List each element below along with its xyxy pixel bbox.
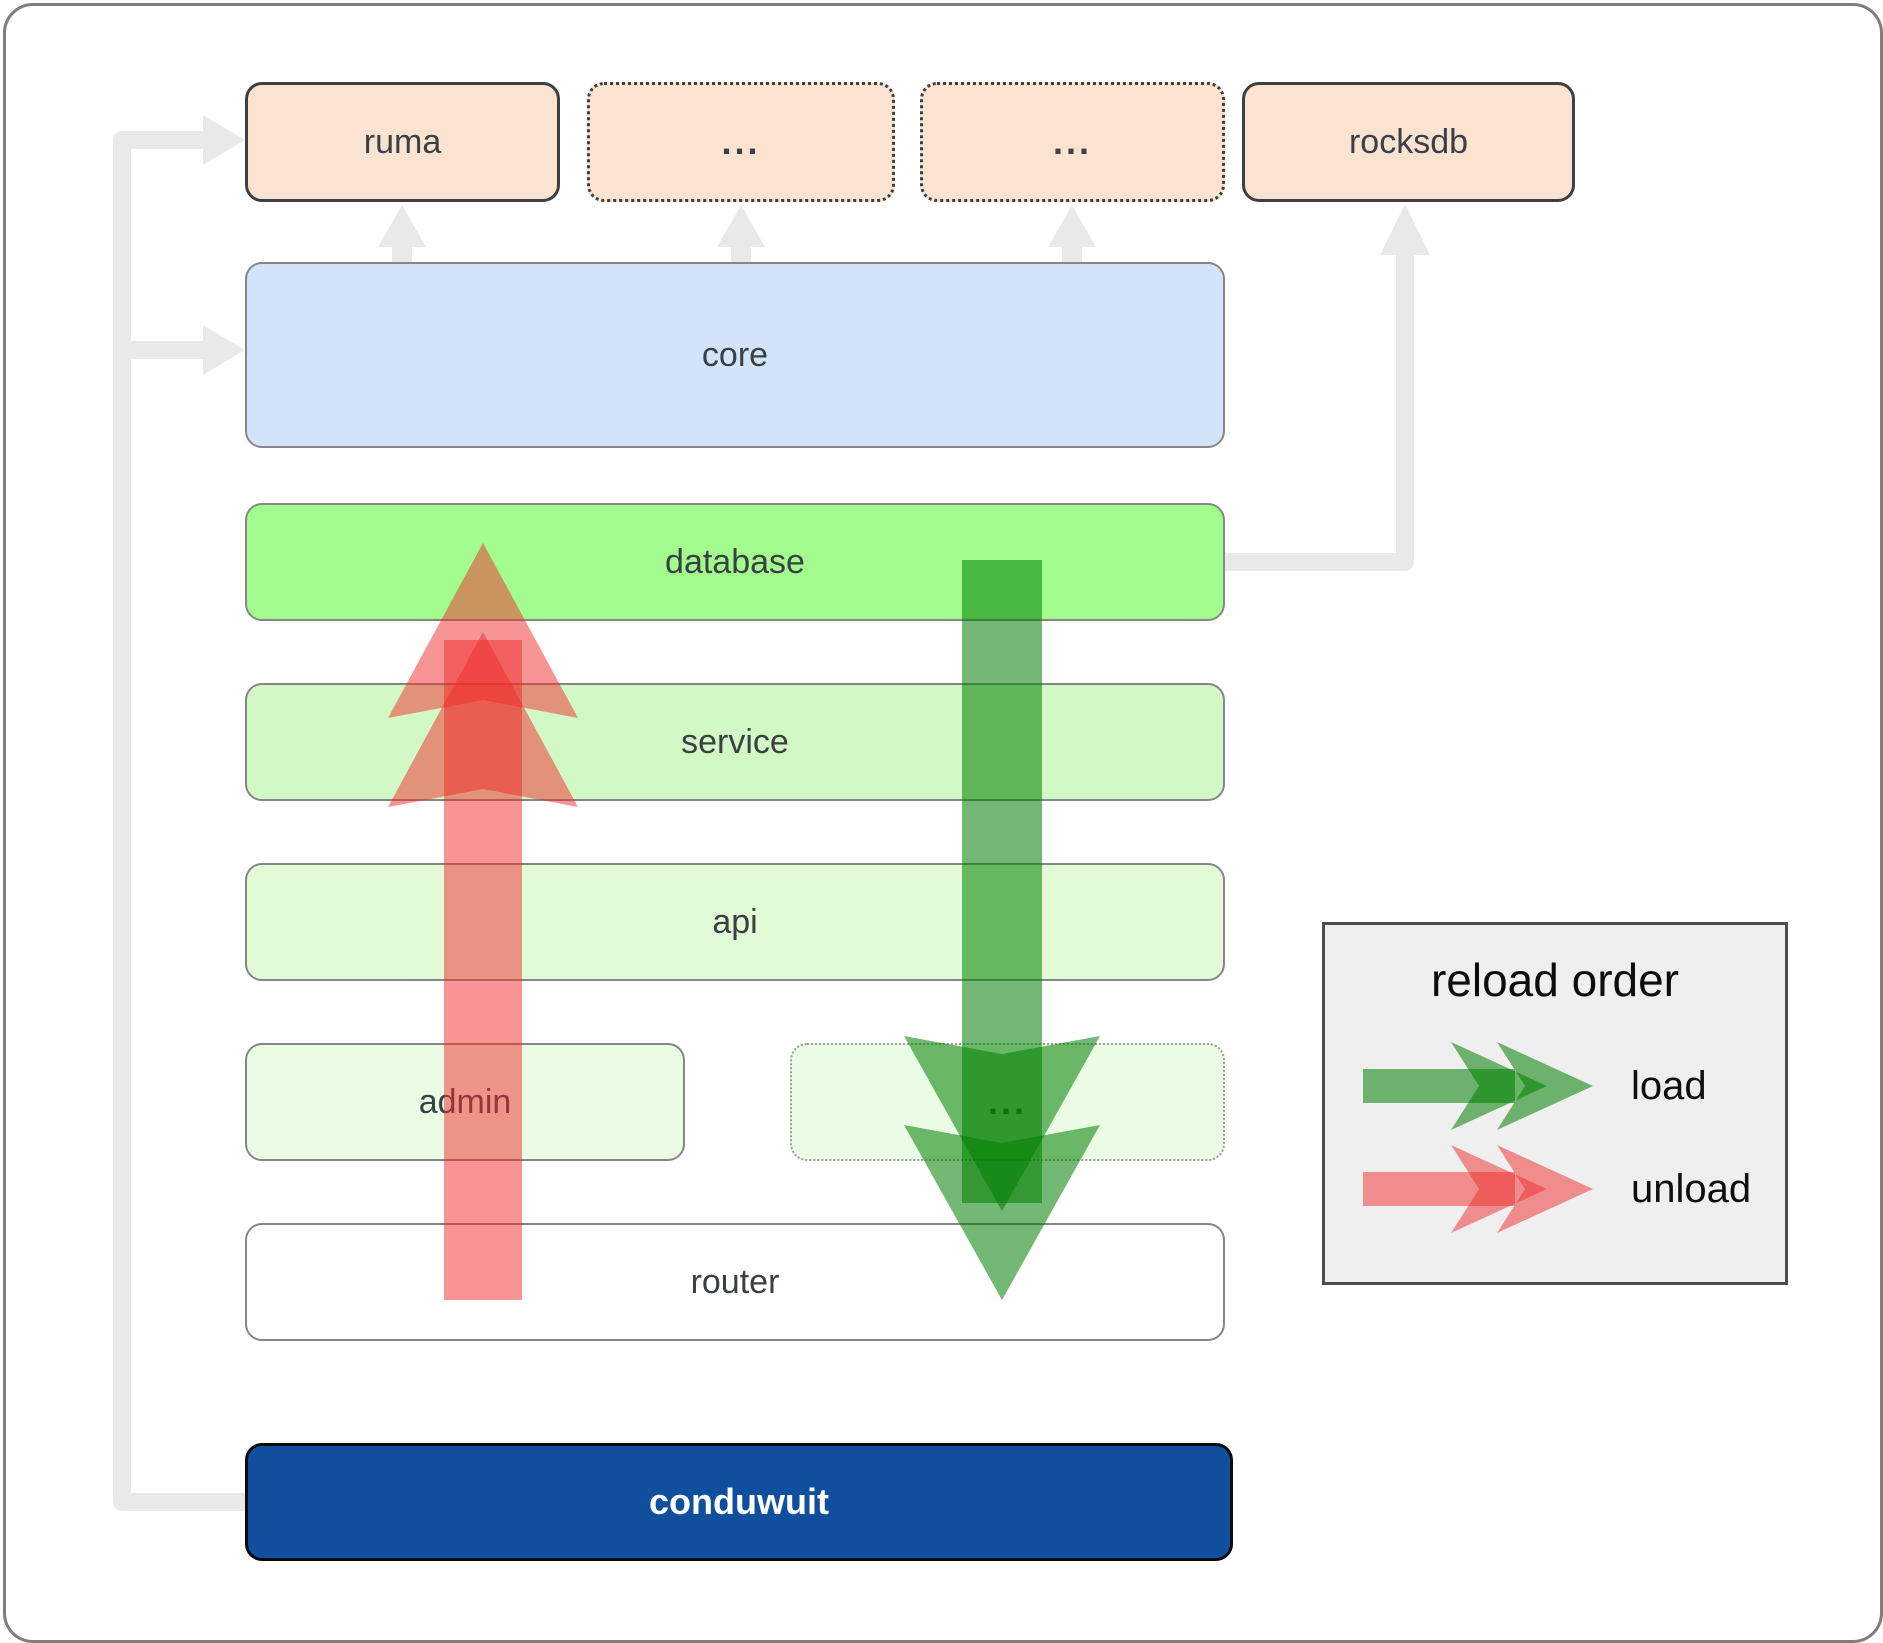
node-database-label: database [665, 542, 805, 581]
legend-row-unload: unload [1363, 1139, 1751, 1239]
node-dependency-more-1-label: ... [721, 121, 761, 162]
node-core-label: core [701, 335, 769, 374]
legend-unload-label: unload [1631, 1166, 1752, 1211]
node-admin-label: admin [418, 1082, 512, 1121]
node-admin: admin [245, 1043, 685, 1161]
arrow-core-to-more-2 [1048, 205, 1096, 263]
node-rocksdb: rocksdb [1242, 82, 1575, 202]
node-api: api [245, 863, 1225, 981]
arrow-core-to-ruma [378, 205, 426, 263]
node-module-more-label: ... [987, 1081, 1027, 1122]
node-database: database [245, 503, 1225, 621]
connector-database-to-rocksdb [1225, 252, 1414, 571]
unload-arrow-icon [1363, 1145, 1593, 1233]
arrowhead-into-ruma [203, 115, 245, 165]
node-dependency-more-1: ... [587, 82, 895, 202]
node-rocksdb-label: rocksdb [1348, 122, 1469, 161]
legend-row-load: load [1363, 1036, 1707, 1136]
legend-title: reload order [1430, 954, 1680, 1006]
node-conduwuit: conduwuit [245, 1443, 1233, 1561]
arrowhead-into-rocksdb [1380, 204, 1430, 255]
arrow-core-to-more-1 [717, 205, 765, 263]
legend-load-label: load [1631, 1063, 1707, 1108]
node-module-more: ... [790, 1043, 1225, 1161]
legend-box: reload order load unload [1322, 922, 1788, 1285]
load-arrow-icon [1363, 1042, 1593, 1130]
node-router: router [245, 1223, 1225, 1341]
node-ruma: ruma [245, 82, 560, 202]
node-core: core [245, 262, 1225, 448]
node-ruma-label: ruma [363, 122, 442, 161]
connector-conduwuit-to-ruma [113, 131, 245, 1511]
arrowhead-into-core [203, 325, 245, 375]
node-conduwuit-label: conduwuit [649, 1481, 829, 1522]
node-dependency-more-2-label: ... [1052, 121, 1092, 162]
node-api-label: api [712, 902, 758, 941]
node-dependency-more-2: ... [920, 82, 1225, 202]
node-service: service [245, 683, 1225, 801]
node-service-label: service [681, 722, 789, 761]
node-router-label: router [690, 1262, 780, 1301]
